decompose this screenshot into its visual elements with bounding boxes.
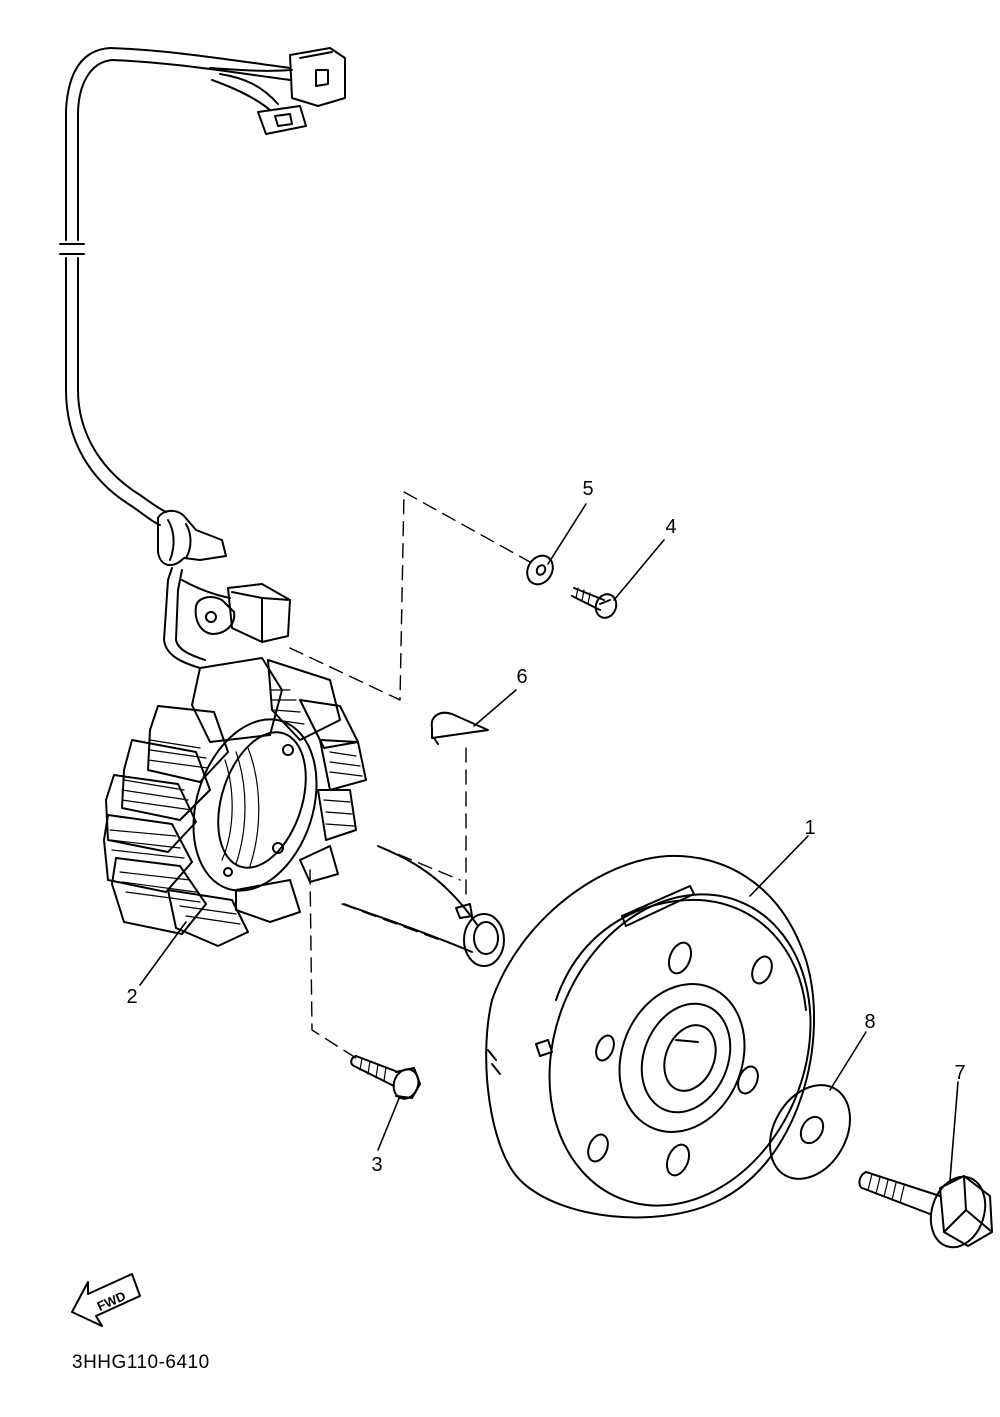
flywheel-rotor [486,855,856,1245]
washer-5 [522,551,558,589]
leader-lines [140,504,958,1180]
callout-3: 3 [371,1154,383,1176]
alignment-lines [290,492,530,1058]
callout-2: 2 [126,986,138,1008]
washer-8 [754,1071,866,1194]
screw-3 [351,1056,422,1102]
bolt-7 [859,1170,993,1255]
screw-4 [572,588,620,621]
woodruff-key [432,713,488,744]
drawing-code: 3HHG110-6410 [72,1352,210,1373]
fwd-arrow-icon [72,1274,140,1326]
callout-6: 6 [516,666,528,688]
callout-7: 7 [954,1062,966,1084]
callout-4: 4 [665,516,677,538]
stator-coil-assembly [104,658,366,946]
callout-5: 5 [582,478,594,500]
crankshaft-end [344,846,504,966]
wire-harness [60,48,345,668]
callout-8: 8 [864,1011,876,1033]
callout-1: 1 [804,817,816,839]
